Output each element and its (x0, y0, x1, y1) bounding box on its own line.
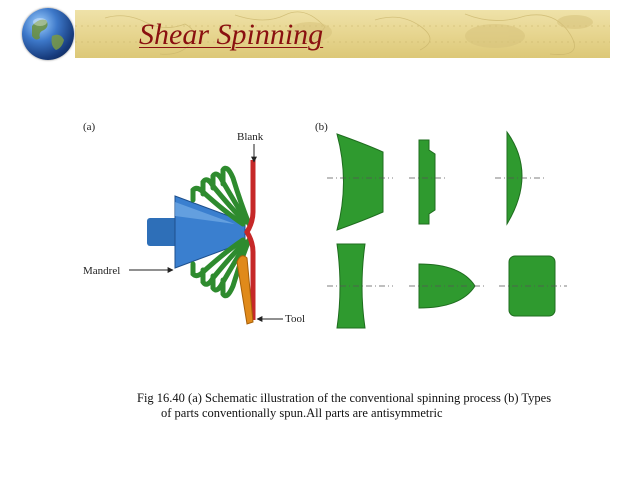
figure-caption: Fig 16.40 (a) Schematic illustration of … (137, 391, 577, 421)
part-flared-cone (336, 133, 384, 231)
panel-a-label: (a) (83, 121, 96, 133)
part-stepped-disc (418, 139, 436, 225)
part-dome-lens (506, 130, 523, 226)
header-banner (75, 10, 610, 58)
caption-line-1: Fig 16.40 (a) Schematic illustration of … (137, 391, 552, 405)
slide-title: Shear Spinning (139, 18, 324, 51)
caption-line-2: of parts conventionally spun.All parts a… (161, 406, 443, 420)
panel-b-label: (b) (315, 121, 328, 133)
map-texture (75, 11, 610, 55)
part-concave-cylinder (336, 243, 366, 329)
label-mandrel: Mandrel (83, 265, 120, 277)
globe-icon (22, 8, 74, 60)
label-blank: Blank (237, 131, 264, 143)
label-tool: Tool (285, 313, 305, 325)
spinning-figure: (a) (b) (75, 112, 575, 340)
spinning-process-schematic: Blank Mandrel Tool (83, 131, 305, 325)
blank (244, 160, 256, 320)
part-centerlines (327, 177, 567, 287)
mandrel-shaft (147, 218, 181, 246)
spun-parts (336, 130, 556, 329)
tool (236, 255, 254, 325)
formed-blank-passes (190, 165, 252, 299)
